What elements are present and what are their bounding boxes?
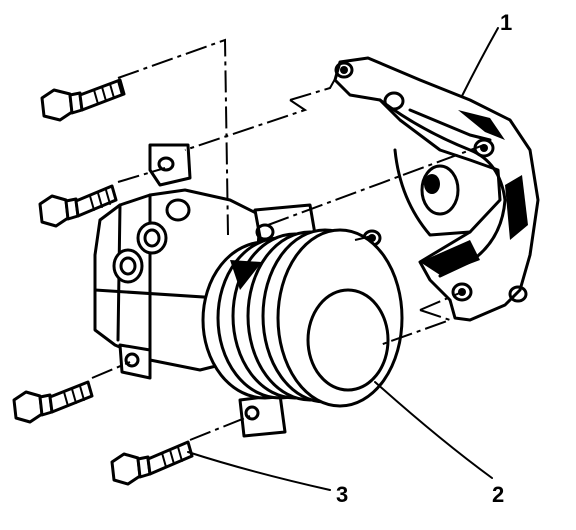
- compressor: [93, 143, 404, 438]
- clutch-pulley: [201, 228, 404, 408]
- mounting-bracket: [333, 56, 540, 322]
- bolt-4: [110, 440, 194, 486]
- callout-leaders: [187, 27, 499, 491]
- callout-3: 3: [336, 482, 348, 507]
- bolt-1: [40, 78, 126, 122]
- callout-2: 2: [492, 482, 504, 507]
- bolt-3: [12, 380, 94, 424]
- callout-1: 1: [500, 10, 512, 35]
- bolt-2: [38, 184, 118, 228]
- alignment-lines: [91, 38, 485, 441]
